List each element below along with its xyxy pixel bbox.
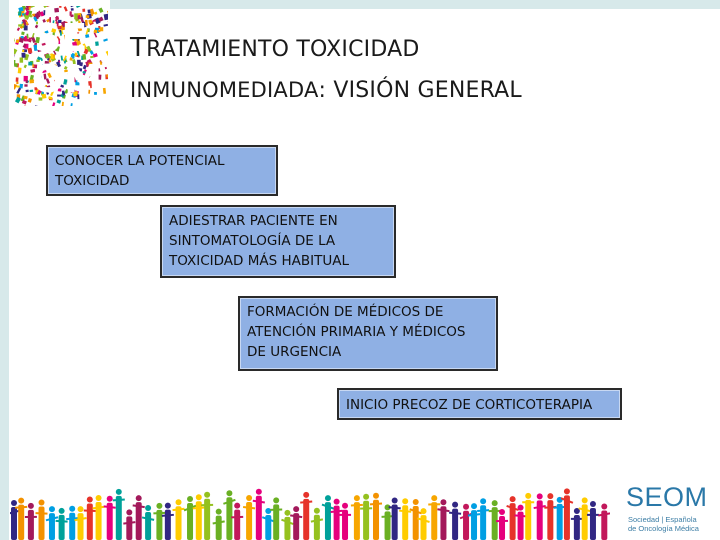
step-inicio-corticoterapia: INICIO PRECOZ DE CORTICOTERAPIA [337, 388, 622, 420]
page-title: TRATAMIENTO TOXICIDAD INMUNOMEDIADA: VIS… [130, 28, 690, 111]
svg-text:SE: SE [34, 16, 87, 60]
brand-name: SEOM [626, 482, 708, 513]
people-crowd-icon [10, 483, 610, 540]
step-adiestrar-paciente: ADIESTRAR PACIENTE EN SINTOMATOLOGÍA DE … [160, 205, 396, 278]
top-accent-bar [110, 0, 720, 9]
seom-logo-icon: SE OM [14, 6, 108, 106]
title-line-1: TRATAMIENTO TOXICIDAD [130, 28, 690, 70]
brand-subtitle: Sociedad | Española de Oncología Médica [628, 515, 718, 533]
left-accent-bar [0, 0, 9, 540]
seom-brand-logo: SEOM Sociedad | Española de Oncología Mé… [626, 482, 716, 540]
step-conocer-toxicidad: CONOCER LA POTENCIAL TOXICIDAD [46, 145, 278, 196]
svg-text:OM: OM [32, 57, 102, 101]
step-formacion-medicos: FORMACIÓN DE MÉDICOS DE ATENCIÓN PRIMARI… [238, 296, 498, 371]
title-line-2: INMUNOMEDIADA: VISIÓN GENERAL [130, 70, 690, 111]
